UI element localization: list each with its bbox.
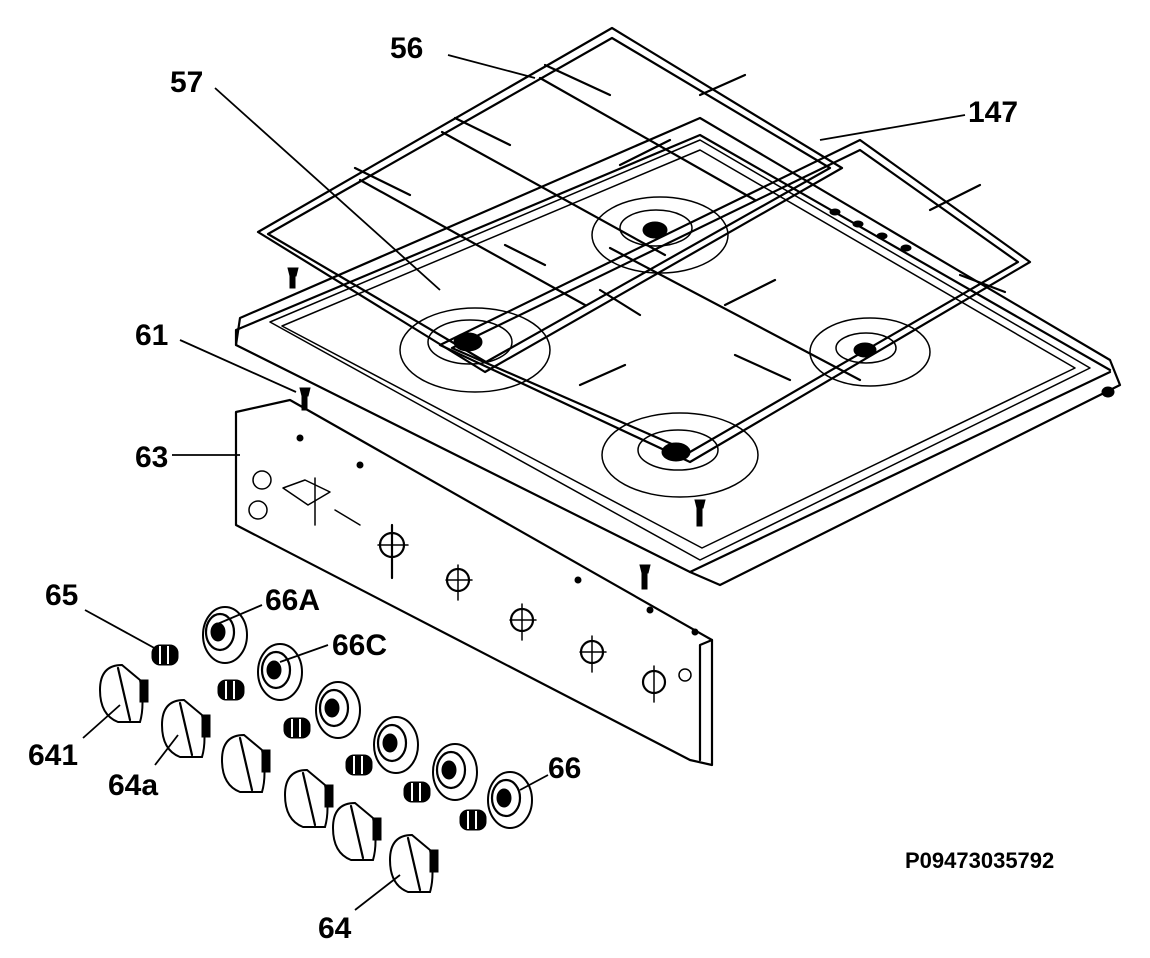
springs (151, 644, 487, 831)
burner-front (601, 412, 759, 498)
control-holes-back (829, 208, 912, 252)
label-66: 66 (548, 752, 581, 785)
bezel-4 (373, 716, 419, 774)
bezel-5 (432, 743, 478, 801)
label-65: 65 (45, 579, 78, 612)
screws (287, 267, 1115, 590)
label-64a: 64a (108, 769, 158, 802)
spindle-holes (377, 523, 692, 703)
knob-4 (283, 768, 334, 828)
knob-64a (160, 698, 211, 758)
knob-64 (388, 833, 439, 893)
burner-front-left (399, 307, 551, 393)
label-61: 61 (135, 319, 168, 352)
bezel-66A (202, 606, 248, 664)
leader-lines (82, 54, 966, 911)
pan-support-56 (256, 26, 844, 374)
bezel-3 (315, 681, 361, 739)
knobs (98, 663, 439, 893)
label-56: 56 (390, 32, 423, 65)
drawing-code: P09473035792 (905, 848, 1054, 873)
label-147: 147 (968, 96, 1018, 129)
label-64: 64 (318, 912, 352, 945)
bezel-66C (257, 643, 303, 701)
bezel-66 (487, 771, 533, 829)
label-63: 63 (135, 441, 168, 474)
label-641: 641 (28, 739, 78, 772)
label-66A: 66A (265, 584, 320, 617)
burner-right (809, 317, 931, 387)
knob-5 (331, 801, 382, 861)
hob-top (234, 116, 1122, 587)
knob-3 (220, 733, 271, 793)
control-panel-63 (234, 398, 714, 767)
pan-support-147 (438, 138, 1032, 464)
label-66C: 66C (332, 629, 387, 662)
knob-641 (98, 663, 149, 723)
label-57: 57 (170, 66, 203, 99)
